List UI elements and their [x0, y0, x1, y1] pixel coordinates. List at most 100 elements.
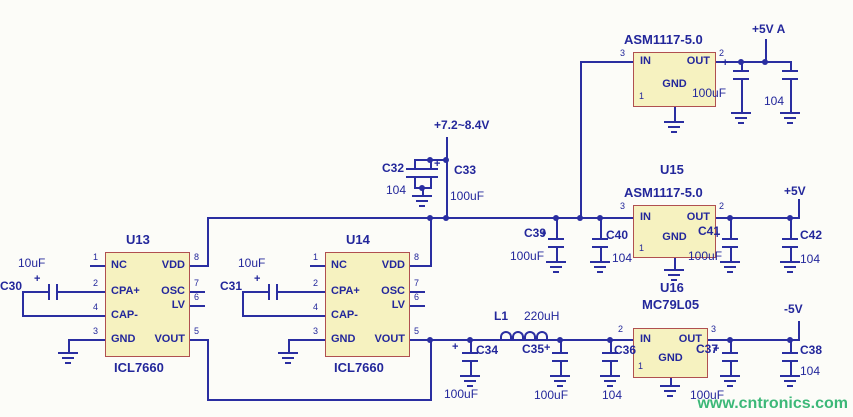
wire	[580, 61, 633, 63]
pin-label-u13-vdd: VDD	[161, 259, 185, 271]
ground-symbol	[600, 375, 620, 387]
ground-symbol	[731, 112, 751, 124]
junction-dot	[577, 215, 583, 221]
pin-label-regtop-out: OUT	[686, 55, 710, 67]
net-label-vn5: -5V	[784, 302, 803, 316]
wire	[190, 339, 207, 341]
inductor-L1-loop	[512, 331, 524, 340]
wire	[410, 305, 425, 307]
wire	[430, 177, 432, 189]
wire	[790, 361, 792, 375]
label-L1-ref: L1	[494, 309, 509, 323]
polarity-plus-C31: +	[254, 273, 261, 285]
wire	[242, 291, 244, 317]
junction-dot	[427, 157, 433, 163]
pin-label-u13-cpa: CPA+	[111, 285, 140, 297]
wire	[68, 339, 105, 341]
wire	[430, 217, 432, 267]
label-C39-ref: C39	[524, 226, 547, 240]
wire	[68, 339, 70, 353]
label-C37-value: 100uF	[690, 388, 725, 402]
label-top-104: 104	[764, 94, 785, 108]
wire	[765, 39, 767, 63]
capacitor-C39-symbol	[548, 238, 564, 248]
net-label-vin: +7.2~8.4V	[434, 118, 490, 132]
pin-label-u13-capm: CAP-	[111, 309, 138, 321]
polarity-plus-C37: +	[713, 343, 720, 355]
polarity-plus-C41: +	[714, 229, 721, 241]
label-reg-top-part: ASM1117-5.0	[624, 32, 703, 47]
label-C40-ref: C40	[606, 228, 629, 242]
wire	[600, 217, 602, 239]
label-U13-part: ICL7660	[114, 360, 164, 375]
wire	[410, 291, 425, 293]
pin-number-u16-2: 2	[618, 324, 624, 334]
wire	[580, 61, 582, 219]
junction-dot	[443, 215, 449, 221]
label-top-100uF: 100uF	[692, 86, 727, 100]
capacitor-C32-symbol	[406, 168, 422, 178]
ground-symbol	[590, 261, 610, 273]
wire	[741, 79, 743, 113]
label-U16-ref: U16	[660, 280, 684, 295]
wire	[798, 199, 800, 219]
pin-number-u16-3: 3	[711, 324, 717, 334]
ic-U16-body	[633, 328, 708, 378]
junction-dot	[427, 337, 433, 343]
ground-symbol	[664, 121, 684, 133]
pin-number-u14-1: 1	[313, 252, 319, 262]
label-C31-value: 10uF	[238, 256, 266, 270]
label-C30-ref: C30	[0, 279, 23, 293]
wire	[288, 339, 290, 353]
pin-label-u13-vout: VOUT	[154, 333, 185, 345]
capacitor-C40-symbol	[592, 238, 608, 248]
pin-label-u16-gnd: GND	[658, 352, 683, 364]
junction-dot	[738, 59, 744, 65]
junction-dot	[762, 59, 768, 65]
label-C39-value: 100uF	[510, 249, 545, 263]
capacitor-C42-symbol	[782, 238, 798, 248]
label-U14-part: ICL7660	[334, 360, 384, 375]
ground-symbol	[550, 375, 570, 387]
net-label-v5a: +5V A	[752, 22, 786, 36]
pin-label-u14-osc: OSC	[381, 285, 405, 297]
ground-symbol	[664, 269, 684, 281]
pin-number-u14-7: 7	[414, 278, 420, 288]
wire	[730, 339, 732, 353]
pin-label-u14-nc: NC	[331, 259, 347, 271]
wire	[414, 177, 416, 189]
wire	[22, 291, 48, 293]
wire	[470, 361, 472, 375]
label-C33-value: 100uF	[450, 189, 485, 203]
inductor-L1-loop	[536, 331, 548, 340]
wire	[90, 265, 105, 267]
label-C35-ref: C35	[522, 342, 545, 356]
junction-dot	[553, 215, 559, 221]
polarity-plus-C34: +	[452, 341, 459, 353]
capacitor-C38-symbol	[782, 352, 798, 362]
label-U15-ref: U15	[660, 162, 684, 177]
label-C41-value: 100uF	[688, 249, 723, 263]
pin-number-u14-4: 4	[313, 302, 319, 312]
pin-number-u15-2: 2	[719, 201, 725, 211]
wire	[22, 291, 24, 317]
polarity-plus-C30: +	[34, 273, 41, 285]
ground-symbol	[720, 261, 740, 273]
pin-label-u13-lv: LV	[171, 299, 185, 311]
pin-number-u13-7: 7	[194, 278, 200, 288]
pin-number-regtop-2: 2	[719, 48, 725, 58]
pin-label-u14-vout: VOUT	[374, 333, 405, 345]
pin-number-u14-3: 3	[313, 326, 319, 336]
inductor-L1-loop	[524, 331, 536, 340]
wire	[207, 339, 209, 401]
pin-number-u14-6: 6	[414, 292, 420, 302]
net-label-v5: +5V	[784, 184, 806, 198]
watermark: www.cntronics.com	[697, 395, 848, 412]
pin-label-u14-gnd: GND	[331, 333, 356, 345]
ic-U13-body	[105, 252, 190, 357]
capacitor-C34-symbol	[462, 352, 478, 362]
pin-number-u13-3: 3	[93, 326, 99, 336]
junction-dot	[443, 157, 449, 163]
wire	[560, 361, 562, 375]
